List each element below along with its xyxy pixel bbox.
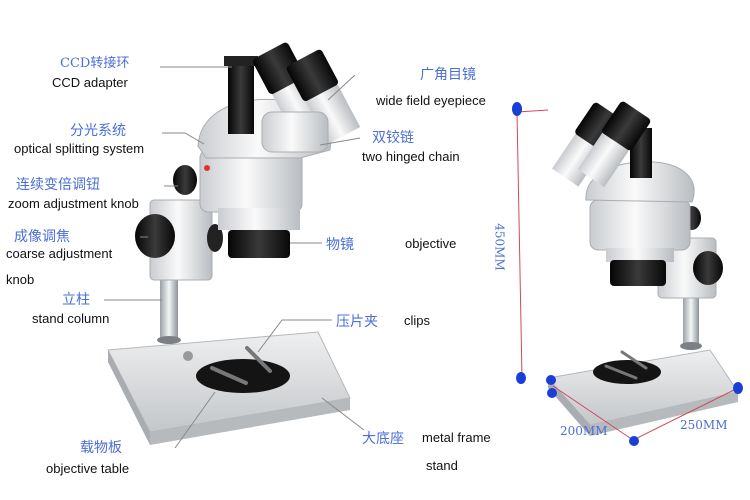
label-metal-frame-zh: 大底座 (362, 431, 404, 447)
right-coarse-knob (693, 251, 723, 285)
marker-top (512, 102, 522, 116)
right-clip-a (604, 364, 638, 380)
height-dimension-line (516, 111, 523, 379)
line-table (174, 391, 216, 449)
label-clips-en: clips (404, 313, 431, 328)
label-objective-en: objective (405, 236, 457, 251)
stage-plate (196, 359, 290, 393)
right-objective (610, 260, 666, 286)
marker-front (629, 436, 639, 446)
label-eyepiece-en: wide field eyepiece (376, 93, 486, 108)
coarse-knob-right (207, 224, 223, 252)
depth-dimension-line (552, 385, 634, 441)
ccd-tube (228, 62, 254, 134)
base-plate-front (150, 398, 350, 445)
right-base-front (590, 392, 738, 436)
marker-right (733, 382, 743, 394)
label-metal-frame-en2: stand (426, 458, 458, 473)
left-clip (210, 366, 248, 385)
label-coarse-knob-zh: 成像调焦 (14, 229, 70, 245)
label-hinged-chain-zh: 双铰链 (372, 130, 414, 146)
line-hinge (319, 137, 361, 146)
label-ccd-adapter-zh: CCD转接环 (60, 56, 130, 71)
objective-lens-shape (228, 230, 290, 258)
label-optical-splitting-en: optical splitting system (14, 141, 145, 156)
zoom-knob-shape (173, 165, 197, 195)
right-column-foot (680, 342, 702, 350)
dimension-width-label: 250MM (680, 418, 728, 432)
dimension-markers (512, 102, 743, 446)
label-stand-column-zh: 立柱 (62, 292, 90, 308)
label-stand-column-en: stand column (32, 311, 110, 326)
line-stand (321, 397, 365, 431)
right-column (683, 285, 699, 347)
dimension-depth-label: 200MM (560, 424, 608, 438)
eyepiece-tube-right (286, 49, 361, 144)
marker-corner-b (547, 388, 557, 398)
marker-left-bottom (516, 372, 526, 384)
height-top-tick (516, 109, 549, 113)
right-stage-plate (593, 360, 661, 384)
right-lower-body (606, 248, 674, 262)
right-base-side (548, 378, 590, 436)
right-clip-b (620, 350, 648, 370)
left-microscope-illustration (107, 42, 361, 445)
right-microscope-illustration (547, 101, 739, 436)
ccd-tube-top (224, 56, 258, 66)
column-foot (157, 336, 181, 344)
base-screw (183, 351, 193, 361)
right-clip (245, 346, 272, 373)
hinge-shape (261, 111, 329, 153)
label-hinged-chain-en: two hinged chain (362, 149, 460, 164)
dimension-lines (516, 109, 739, 441)
label-objective-zh: 物镜 (326, 237, 354, 253)
line-eyepiece (327, 74, 356, 101)
label-eyepiece-zh: 广角目镜 (420, 67, 476, 83)
base-plate-side (108, 350, 150, 445)
label-optical-splitting-zh: 分光系统 (70, 123, 126, 139)
lower-body (218, 208, 300, 230)
line-splitting (162, 132, 205, 145)
right-eyepiece-b (577, 101, 651, 188)
label-ccd-adapter-en: CCD adapter (52, 75, 128, 90)
zoom-body (199, 149, 303, 213)
label-objective-table-zh: 载物板 (80, 440, 122, 456)
label-coarse-knob-en2: knob (6, 272, 35, 287)
label-objective-table-en: objective table (46, 461, 130, 476)
indicator-dot (204, 165, 210, 171)
coarse-knob-shape (135, 214, 175, 258)
callout-lines (104, 66, 365, 449)
label-coarse-knob-en: coarse adjustment (6, 246, 113, 261)
label-clips-zh: 压片夹 (336, 314, 378, 330)
label-zoom-knob-en: zoom adjustment knob (8, 196, 139, 211)
marker-corner-a (546, 375, 556, 385)
width-dimension-line (632, 387, 739, 441)
label-metal-frame-en: metal frame (422, 430, 491, 445)
line-clips (257, 319, 332, 353)
right-zoom-body (589, 199, 691, 251)
dimension-height-label: 450MM (492, 223, 507, 271)
label-zoom-knob-zh: 连续变倍调钮 (16, 177, 100, 193)
